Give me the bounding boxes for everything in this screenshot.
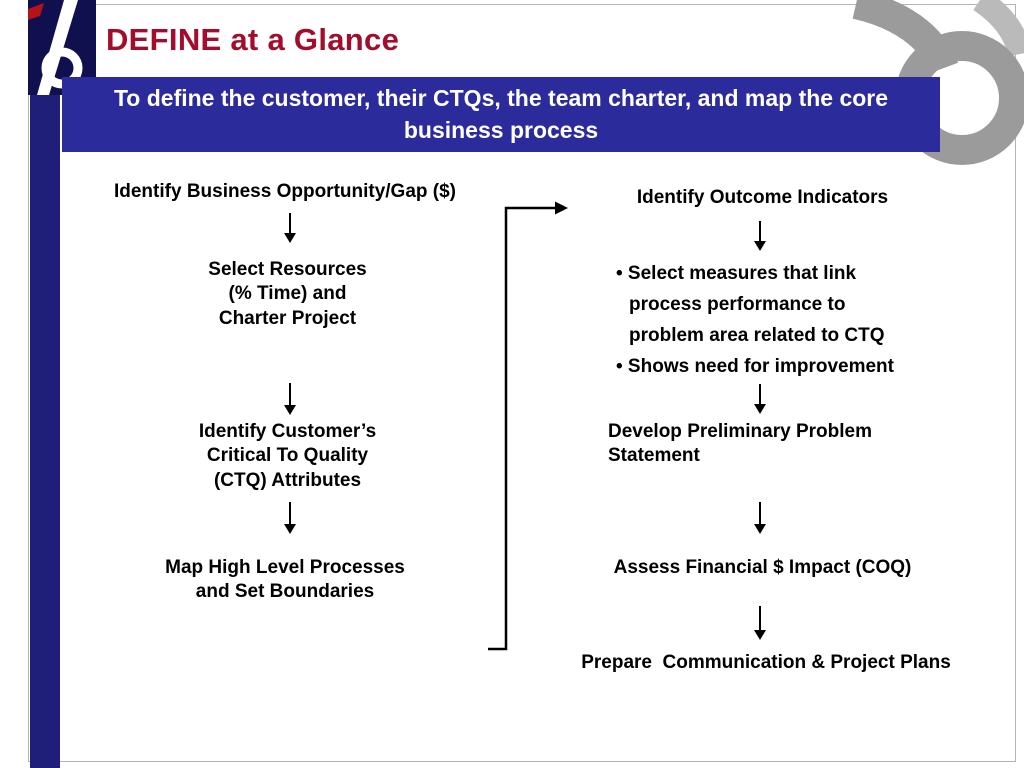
flow-step-assess-financial-impact: Assess Financial $ Impact (COQ) bbox=[613, 557, 912, 578]
flow-step-select-resources: Select Resources (% Time) and Charter Pr… bbox=[208, 259, 367, 329]
flow-step-identify-ctq: Identify Customer’s Critical To Quality … bbox=[198, 421, 377, 491]
flow-step-problem-statement: Develop Preliminary Problem Statement bbox=[608, 421, 872, 467]
page-title: DEFINE at a Glance bbox=[106, 22, 400, 57]
down-arrow-icon bbox=[753, 502, 767, 534]
flow-step-identify-opportunity: Identify Business Opportunity/Gap ($) bbox=[113, 181, 457, 202]
slide-border bbox=[28, 4, 1016, 762]
objective-banner-text: To define the customer, their CTQs, the … bbox=[113, 85, 889, 143]
down-arrow-icon bbox=[283, 383, 297, 415]
flow-step-map-processes: Map High Level Processes and Set Boundar… bbox=[165, 557, 405, 603]
down-arrow-icon bbox=[283, 502, 297, 534]
outcome-indicator-bullets: • Select measures that link process perf… bbox=[616, 258, 932, 382]
down-arrow-icon bbox=[283, 213, 297, 243]
flow-step-outcome-indicators: Identify Outcome Indicators bbox=[636, 187, 889, 208]
bullet-shows-need: • Shows need for improvement bbox=[616, 356, 894, 377]
down-arrow-icon bbox=[753, 221, 767, 251]
left-accent-bar bbox=[30, 0, 60, 768]
flow-step-prepare-plans: Prepare Communication & Project Plans bbox=[581, 652, 951, 673]
down-arrow-icon bbox=[753, 606, 767, 640]
down-arrow-icon bbox=[753, 384, 767, 414]
bullet-select-measures: • Select measures that link process perf… bbox=[616, 263, 885, 346]
objective-banner: To define the customer, their CTQs, the … bbox=[62, 77, 940, 152]
